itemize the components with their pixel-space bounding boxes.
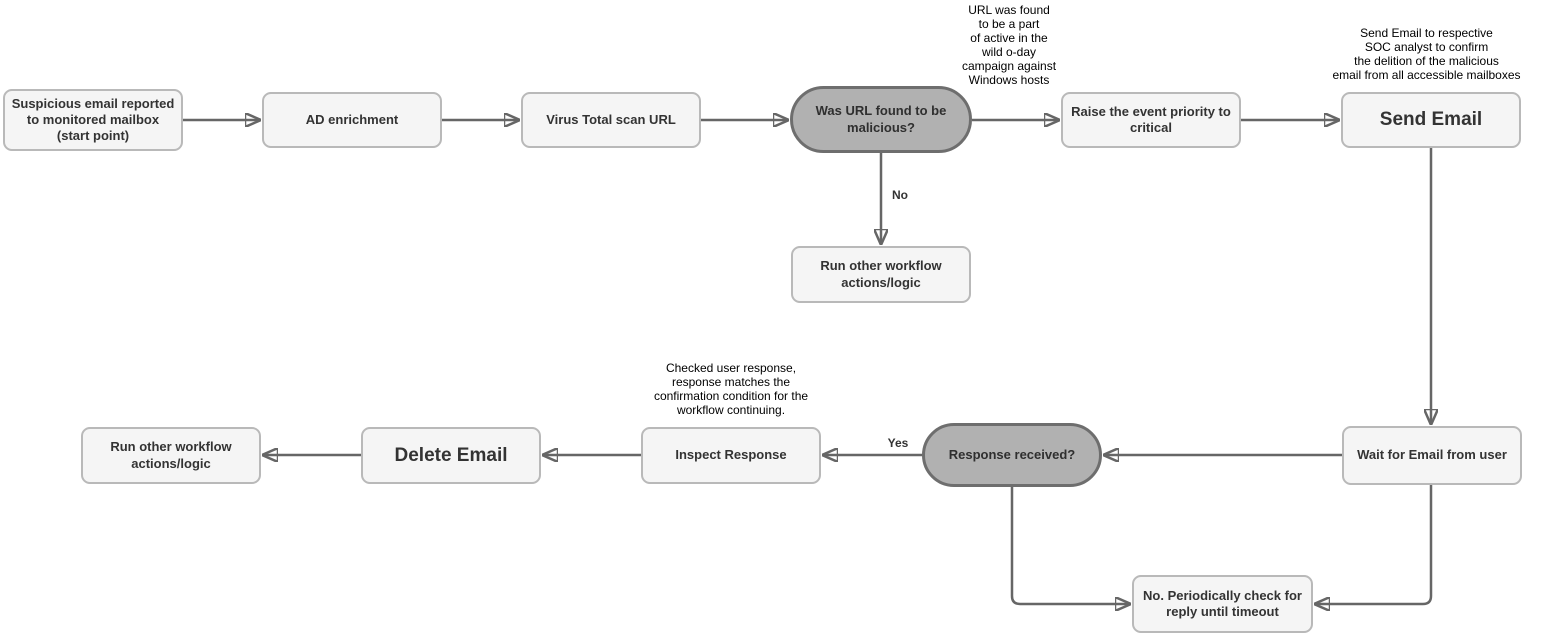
edge-label-yes: Yes bbox=[878, 436, 918, 450]
node-start[interactable]: Suspicious email reported to monitored m… bbox=[3, 89, 183, 151]
node-run-other-workflow-mid[interactable]: Run other workflow actions/logic bbox=[791, 246, 971, 303]
node-inspect-response[interactable]: Inspect Response bbox=[641, 427, 821, 484]
node-run-other-workflow-end[interactable]: Run other workflow actions/logic bbox=[81, 427, 261, 484]
annotation-inspect-response-note: Checked user response, response matches … bbox=[653, 361, 809, 417]
node-wait-for-email[interactable]: Wait for Email from user bbox=[1342, 426, 1522, 485]
node-periodic-check[interactable]: No. Periodically check for reply until t… bbox=[1132, 575, 1313, 633]
decision-response-received[interactable]: Response received? bbox=[922, 423, 1102, 487]
decision-url-malicious[interactable]: Was URL found to be malicious? bbox=[790, 86, 972, 153]
edge-label-no: No bbox=[884, 188, 916, 202]
node-ad-enrichment[interactable]: AD enrichment bbox=[262, 92, 442, 148]
node-send-email[interactable]: Send Email bbox=[1341, 92, 1521, 148]
node-raise-priority[interactable]: Raise the event priority to critical bbox=[1061, 92, 1241, 148]
edge-decision2-to-periodic bbox=[1010, 487, 1130, 604]
annotation-zero-day-campaign: URL was found to be a part of active in … bbox=[961, 3, 1057, 87]
node-delete-email[interactable]: Delete Email bbox=[361, 427, 541, 484]
edge-wait-to-periodic bbox=[1315, 485, 1433, 604]
annotation-send-email-note: Send Email to respective SOC analyst to … bbox=[1332, 26, 1521, 82]
node-virus-total-scan[interactable]: Virus Total scan URL bbox=[521, 92, 701, 148]
